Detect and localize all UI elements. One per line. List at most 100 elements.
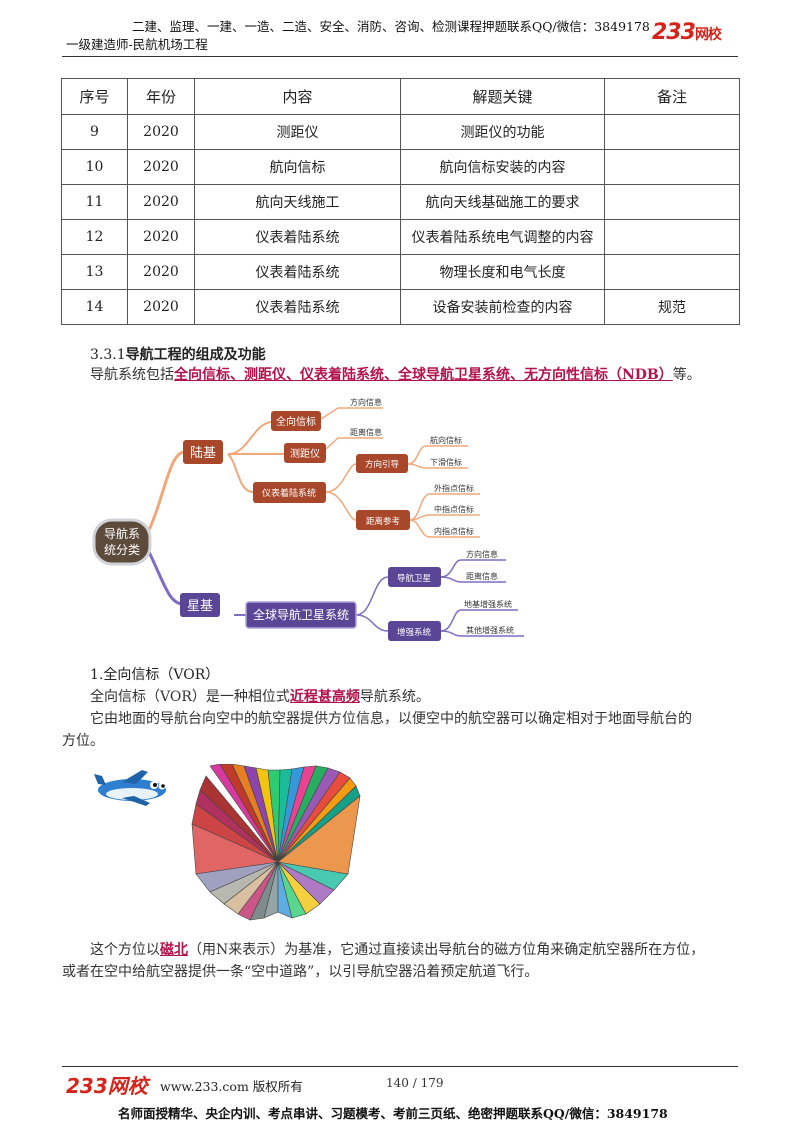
cell: 2020 — [127, 254, 195, 290]
cell: 规范 — [604, 289, 740, 325]
vor-radial-illustration — [191, 764, 361, 921]
footer-site: www.233.com 版权所有 — [160, 1079, 303, 1094]
svg-text:增强系统: 增强系统 — [397, 627, 432, 638]
root-node — [92, 518, 152, 566]
cell: 仪表着陆系统 — [194, 289, 401, 325]
vor-paragraph-1: 全向信标（VOR）是一种相位式近程甚高频导航系统。 — [90, 689, 430, 705]
cell: 仪表着陆系统 — [194, 219, 401, 255]
cell: 2020 — [127, 184, 195, 220]
cell: 航向信标 — [194, 149, 401, 185]
cell: 10 — [61, 149, 128, 185]
satellite-based-node — [180, 593, 220, 617]
svg-text:外指点信标: 外指点信标 — [434, 483, 474, 493]
augmentation-node — [388, 621, 441, 641]
cell: 2020 — [127, 219, 195, 255]
svg-text:方向信息: 方向信息 — [466, 549, 498, 559]
table-header-row: 序号 年份 内容 解题关键 备注 — [61, 78, 740, 115]
nav-satellite-node — [388, 567, 441, 587]
cell: 物理长度和电气长度 — [400, 254, 605, 290]
magnetic-north-paragraph-line1: 这个方位以磁北（用N来表示）为基准，它通过直接读出导航台的磁方位角来确定航空器所… — [90, 942, 705, 958]
cell: 2020 — [127, 149, 195, 185]
svg-text:方向信息: 方向信息 — [350, 397, 382, 407]
svg-text:距离信息: 距离信息 — [466, 571, 498, 581]
svg-text:星基: 星基 — [187, 599, 213, 614]
svg-text:测距仪: 测距仪 — [290, 447, 320, 460]
vhf-highlight: 近程甚高频 — [289, 689, 360, 705]
svg-text:下滑信标: 下滑信标 — [430, 457, 462, 467]
direction-guide-node — [356, 454, 408, 473]
intro-paragraph: 导航系统包括全向信标、测距仪、仪表着陆系统、全球导航卫星系统、无方向性信标（ND… — [90, 367, 701, 383]
cell: 2020 — [127, 114, 195, 150]
land-based-node — [183, 440, 223, 464]
cell: 航向信标安装的内容 — [400, 149, 605, 185]
svg-text:仪表着陆系统: 仪表着陆系统 — [262, 487, 316, 499]
header-subject: 一级建造师-民航机场工程 — [66, 37, 208, 52]
footer-contact-line: 名师面授精华、央企内训、考点串讲、习题模考、考前三页纸、绝密押题联系QQ/微信：… — [118, 1106, 668, 1121]
svg-text:距离信息: 距离信息 — [350, 427, 382, 437]
col-header: 序号 — [61, 78, 128, 115]
col-header: 年份 — [127, 78, 195, 115]
svg-text:距离参考: 距离参考 — [366, 516, 400, 527]
svg-text:导航卫星: 导航卫星 — [397, 573, 431, 584]
navigation-mindmap: 导航系 统分类 陆基 星基 全向信标 方向信息 测距仪 距离信息 仪表着陆系统 … — [92, 397, 524, 641]
airplane-mascot-icon — [94, 770, 166, 806]
cell: 13 — [61, 254, 128, 290]
svg-text:全球导航卫星系统: 全球导航卫星系统 — [253, 607, 349, 622]
gnss-node — [245, 601, 357, 629]
cell: 9 — [61, 114, 128, 150]
vor-paragraph-2-line1: 它由地面的导航台向空中的航空器提供方位信息，以便空中的航空器可以确定相对于地面导… — [90, 711, 692, 727]
cell — [604, 114, 740, 150]
cell: 测距仪 — [194, 114, 401, 150]
vor-paragraph-2-line2: 方位。 — [62, 733, 104, 749]
distance-ref-node — [356, 510, 410, 530]
magnetic-north-paragraph-line2: 或者在空中给航空器提供一条“空中道路”，以引导航空器沿着预定航道飞行。 — [62, 964, 539, 980]
section-heading: 3.3.1导航工程的组成及功能 — [90, 347, 266, 363]
cell — [604, 254, 740, 290]
footer-divider — [62, 1066, 738, 1067]
header-divider — [62, 56, 738, 57]
svg-text:中指点信标: 中指点信标 — [434, 504, 474, 514]
svg-text:航向信标: 航向信标 — [430, 435, 462, 445]
cell: 测距仪的功能 — [400, 114, 605, 150]
cell — [604, 219, 740, 255]
nav-systems-highlight: 全向信标、测距仪、仪表着陆系统、全球导航卫星系统、无方向性信标（NDB） — [174, 367, 673, 383]
cell: 2020 — [127, 289, 195, 325]
col-header: 内容 — [194, 78, 401, 115]
magnetic-north-highlight: 磁北 — [160, 942, 188, 958]
vor-heading: 1.全向信标（VOR） — [90, 667, 220, 683]
cell: 仪表着陆系统 — [194, 254, 401, 290]
cell: 12 — [61, 219, 128, 255]
svg-text:导航系: 导航系 — [104, 526, 140, 541]
header-contact-line: 二建、监理、一建、一造、二造、安全、消防、咨询、检测课程押题联系QQ/微信：38… — [132, 19, 650, 34]
svg-text:方向引导: 方向引导 — [365, 459, 400, 470]
ils-node — [253, 482, 326, 503]
cell: 航向天线施工 — [194, 184, 401, 220]
svg-text:全向信标: 全向信标 — [276, 415, 316, 428]
svg-text:其他增强系统: 其他增强系统 — [466, 625, 514, 635]
dme-node — [284, 443, 326, 463]
cell: 航向天线基础施工的要求 — [400, 184, 605, 220]
cell: 仪表着陆系统电气调整的内容 — [400, 219, 605, 255]
cell: 11 — [61, 184, 128, 220]
footer-logo: 233网校 — [66, 1074, 148, 1098]
page-number: 140 / 179 — [386, 1076, 444, 1090]
header-logo: 233网校 — [652, 20, 722, 45]
cell: 14 — [61, 289, 128, 325]
cell: 设备安装前检查的内容 — [400, 289, 605, 325]
cell — [604, 184, 740, 220]
cell — [604, 149, 740, 185]
svg-text:地基增强系统: 地基增强系统 — [464, 599, 512, 609]
svg-text:统分类: 统分类 — [104, 543, 140, 557]
vor-node — [271, 411, 321, 431]
svg-text:内指点信标: 内指点信标 — [434, 526, 474, 536]
col-header: 解题关键 — [400, 78, 605, 115]
svg-text:陆基: 陆基 — [190, 445, 216, 461]
col-header: 备注 — [604, 78, 740, 115]
